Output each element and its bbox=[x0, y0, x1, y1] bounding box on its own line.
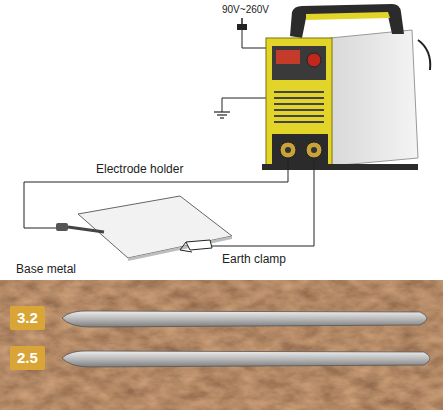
size-number: 2.5 bbox=[17, 349, 38, 367]
part-label: Base metal bbox=[16, 262, 76, 276]
size-number: 3.2 bbox=[17, 309, 38, 327]
size-badge: 2.5 bbox=[10, 346, 45, 370]
size-badge: 3.2 bbox=[10, 306, 45, 330]
part-label: Earth clamp bbox=[222, 252, 286, 266]
voltage-label: 90V~260V bbox=[222, 3, 269, 17]
part-label: Electrode holder bbox=[96, 162, 183, 176]
